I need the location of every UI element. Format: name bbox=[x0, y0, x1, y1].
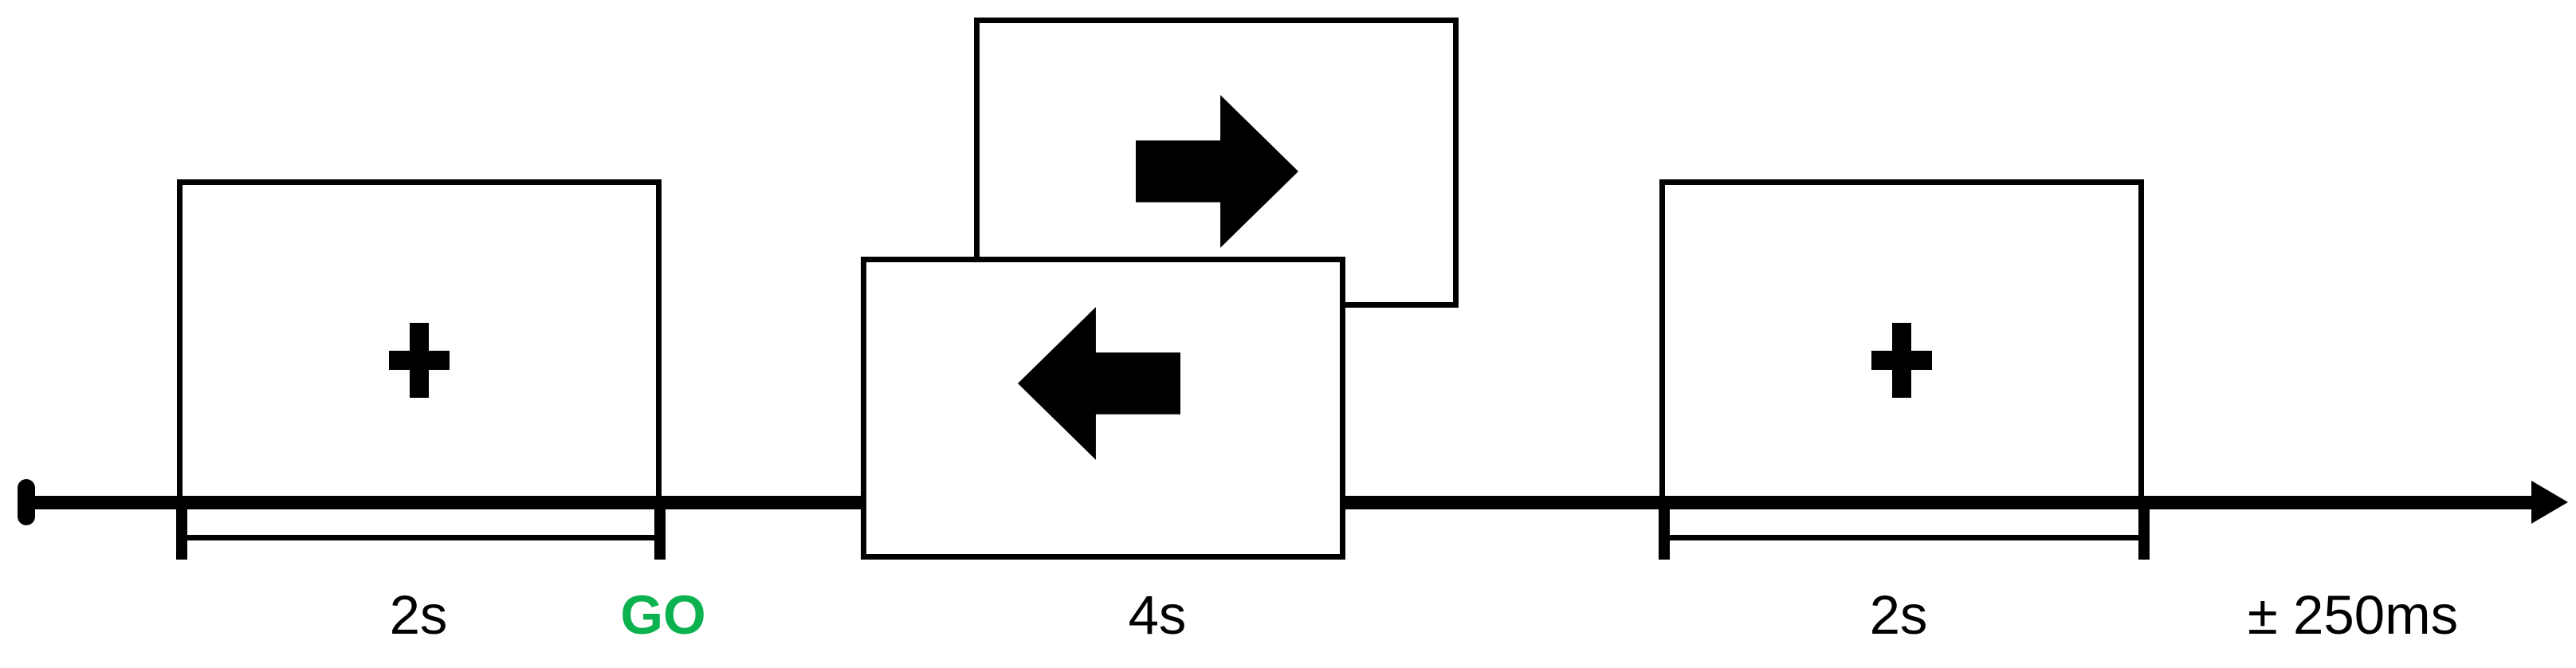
fixation-screen-2 bbox=[1659, 179, 2144, 540]
axis-tick-1 bbox=[176, 502, 187, 560]
right-arrow-icon bbox=[1136, 95, 1298, 248]
stimulus-screen-left-arrow bbox=[861, 257, 1345, 560]
label-phase-1: 2s bbox=[389, 584, 448, 646]
axis-arrowhead-icon bbox=[2531, 481, 2568, 524]
axis-tick-2 bbox=[654, 502, 666, 560]
label-phase-2: 4s bbox=[1128, 584, 1187, 646]
label-jitter: ± 250ms bbox=[2247, 584, 2459, 646]
label-go-cue: GO bbox=[620, 584, 706, 646]
label-phase-3: 2s bbox=[1869, 584, 1928, 646]
axis-tick-3 bbox=[1659, 502, 1670, 560]
fixation-screen-1 bbox=[177, 179, 662, 540]
axis-tick-4 bbox=[2138, 502, 2150, 560]
left-arrow-icon bbox=[1018, 307, 1180, 460]
